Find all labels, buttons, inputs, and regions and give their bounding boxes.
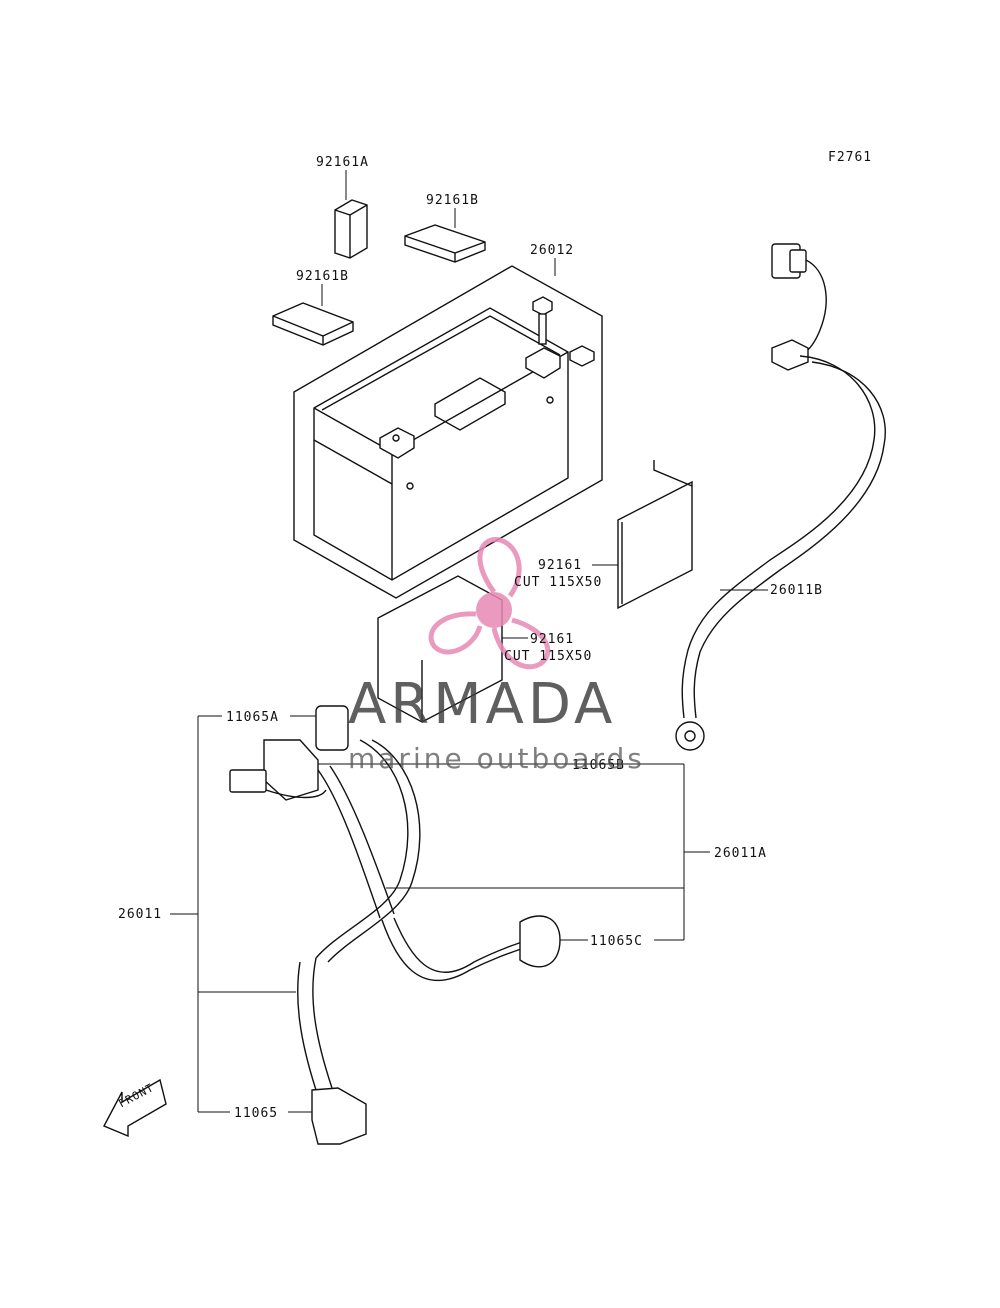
label-92161-mid-cut: CUT 115X50: [504, 649, 593, 664]
watermark-title: ARMADA: [348, 672, 617, 737]
front-arrow-icon: [103, 1078, 167, 1138]
label-92161-mid: 92161: [530, 632, 575, 647]
label-11065A: 11065A: [226, 710, 279, 725]
bracket-26011A: [318, 763, 710, 941]
pad-92161B-top: [404, 224, 486, 263]
label-26012: 26012: [530, 243, 575, 258]
watermark-subtitle: marine outboards: [348, 742, 645, 775]
label-92161A: 92161A: [316, 155, 369, 170]
label-11065: 11065: [234, 1106, 279, 1121]
bracket-26011: [170, 715, 316, 1113]
cable-assembly-26011: [229, 705, 561, 1145]
label-92161B-left: 92161B: [296, 269, 349, 284]
pad-92161A: [334, 199, 368, 259]
pad-92161B-left: [272, 302, 354, 346]
label-26011: 26011: [118, 907, 163, 922]
label-26011B: 26011B: [770, 583, 823, 598]
label-26011A: 26011A: [714, 846, 767, 861]
label-11065B: 11065B: [572, 758, 625, 773]
label-92161-right: 92161: [538, 558, 583, 573]
label-11065C: 11065C: [590, 934, 643, 949]
label-92161-right-cut: CUT 115X50: [514, 575, 603, 590]
battery-enclosure-outline: [293, 265, 603, 599]
armada-propeller-logo: [428, 537, 551, 670]
figure-code: F2761: [828, 150, 873, 165]
battery-26012: [313, 296, 595, 581]
pad-92161-right: [617, 460, 693, 610]
label-92161B-top: 92161B: [426, 193, 479, 208]
cable-26011B: [675, 243, 886, 751]
